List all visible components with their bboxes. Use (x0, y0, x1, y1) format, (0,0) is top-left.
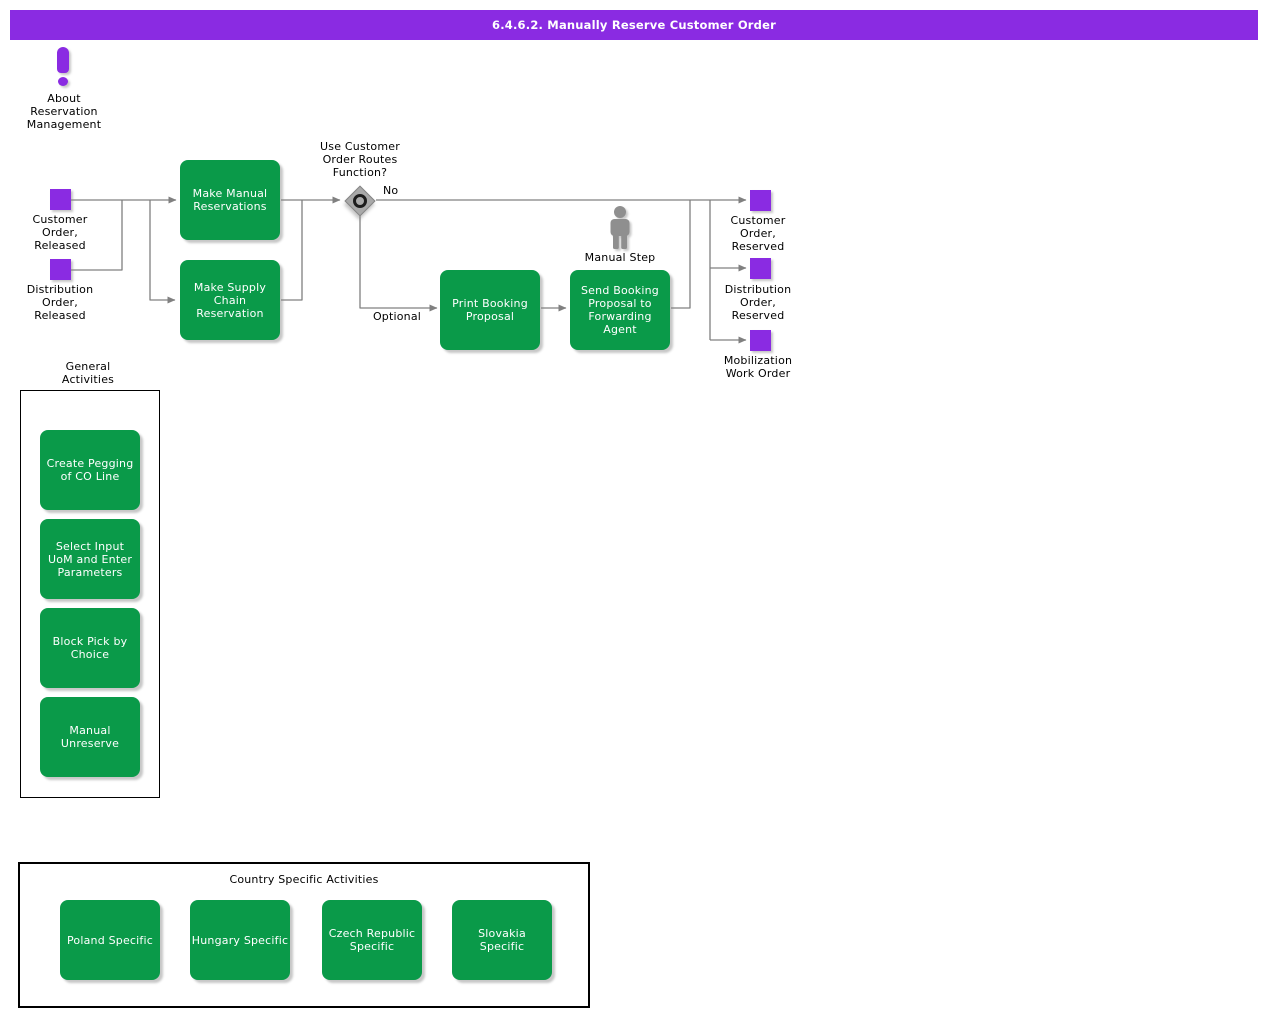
activity-poland-specific[interactable]: Poland Specific (60, 900, 160, 980)
branch-label-no: No (383, 184, 399, 197)
output-label-customer-order-reserved: Customer Order, Reserved (730, 214, 786, 253)
activity-label: Print Booking Proposal (452, 297, 528, 323)
output-label-mobilization-work-order: Mobilization Work Order (723, 354, 793, 380)
activity-label: Poland Specific (66, 933, 154, 947)
event-square-customer-order-released[interactable] (50, 189, 71, 210)
activity-make-supply-chain-reservation[interactable]: Make Supply Chain Reservation (180, 260, 280, 340)
gateway-circle-icon (353, 194, 367, 208)
input-label-distribution-order-released: Distribution Order, Released (26, 283, 94, 322)
activity-block-pick-by-choice[interactable]: Block Pick by Choice (40, 608, 140, 688)
activity-manual-unreserve[interactable]: Manual Unreserve (40, 697, 140, 777)
manual-step-label: Manual Step (584, 251, 656, 264)
output-label-distribution-order-reserved: Distribution Order, Reserved (724, 283, 792, 322)
activity-label: Select Input UoM and Enter Parameters (47, 539, 133, 579)
activity-print-booking-proposal[interactable]: Print Booking Proposal (440, 270, 540, 350)
activity-label: Hungary Specific (191, 933, 289, 947)
event-square-mobilization-work-order[interactable] (750, 330, 771, 351)
activity-czech-republic-specific[interactable]: Czech Republic Specific (322, 900, 422, 980)
event-square-distribution-order-released[interactable] (50, 259, 71, 280)
activity-select-input-uom[interactable]: Select Input UoM and Enter Parameters (40, 519, 140, 599)
activity-send-booking-proposal[interactable]: Send Booking Proposal to Forwarding Agen… (570, 270, 670, 350)
page-title: 6.4.6.2. Manually Reserve Customer Order (492, 18, 776, 32)
decision-label: Use Customer Order Routes Function? (320, 140, 400, 179)
manual-step-person-icon (610, 206, 630, 249)
activity-label: Make Supply Chain Reservation (193, 280, 267, 320)
input-label-customer-order-released: Customer Order, Released (32, 213, 88, 252)
country-activities-title: Country Specific Activities (229, 873, 379, 886)
activity-label: Czech Republic Specific (328, 927, 416, 953)
event-square-distribution-order-reserved[interactable] (750, 258, 771, 279)
activity-hungary-specific[interactable]: Hungary Specific (190, 900, 290, 980)
activity-create-pegging-of-co-line[interactable]: Create Pegging of CO Line (40, 430, 140, 510)
decision-gateway (344, 185, 376, 217)
activity-label: Manual Unreserve (60, 724, 120, 750)
activity-label: Send Booking Proposal to Forwarding Agen… (581, 284, 659, 336)
activity-label: Block Pick by Choice (52, 635, 128, 661)
title-bar: 6.4.6.2. Manually Reserve Customer Order (10, 10, 1258, 40)
event-square-customer-order-reserved[interactable] (750, 190, 771, 211)
exclamation-dot (58, 77, 68, 86)
branch-label-optional: Optional (372, 310, 422, 323)
activity-label: Slovakia Specific (478, 927, 526, 953)
activity-slovakia-specific[interactable]: Slovakia Specific (452, 900, 552, 980)
general-activities-title: General Activities (61, 360, 115, 386)
activity-make-manual-reservations[interactable]: Make Manual Reservations (180, 160, 280, 240)
about-exclamation-icon[interactable] (45, 42, 85, 92)
exclamation-bar (57, 47, 69, 73)
about-label: About Reservation Management (26, 92, 102, 131)
activity-label: Create Pegging of CO Line (46, 457, 134, 483)
activity-label: Make Manual Reservations (192, 187, 268, 213)
